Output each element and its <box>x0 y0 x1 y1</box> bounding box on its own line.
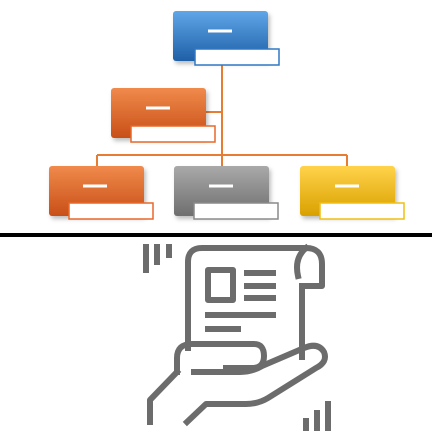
hand-icon <box>147 341 328 427</box>
org-node-right <box>300 166 405 220</box>
document-panel <box>0 238 432 435</box>
org-node-left <box>49 166 154 220</box>
sparkle-marks-icon <box>143 244 172 273</box>
document-icon <box>185 243 325 360</box>
org-chart-connectors <box>96 62 348 166</box>
signal-bars-icon <box>303 401 331 431</box>
org-node-assistant <box>111 88 216 143</box>
org-node-top <box>173 11 280 66</box>
document-in-hand-icon <box>143 243 331 431</box>
org-chart-icon <box>49 11 405 220</box>
org-node-center <box>174 166 279 220</box>
section-divider <box>0 233 432 237</box>
org-chart-panel <box>49 11 405 220</box>
